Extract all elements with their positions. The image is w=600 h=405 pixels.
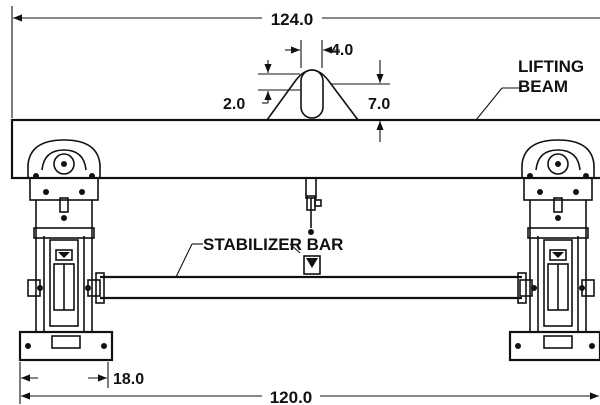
lifting-beam-label-line1: LIFTING (518, 57, 584, 76)
stabilizer-bar-label: STABILIZER BAR (203, 235, 343, 254)
dimension-7-label: 7.0 (368, 96, 390, 113)
dimension-18-label: 18.0 (113, 371, 144, 388)
dimension-overall-length: 124.0 (11, 6, 600, 118)
left-trolley (18, 139, 114, 362)
lifting-beam-callout: LIFTING BEAM (475, 57, 584, 121)
center-hanger (305, 177, 322, 235)
dimension-124-label: 124.0 (271, 10, 314, 29)
dimension-lug-offset: 2.0 (223, 60, 300, 113)
dimension-2-label: 2.0 (223, 96, 245, 113)
lifting-beam-label-line2: BEAM (518, 77, 568, 96)
lifting-lug (266, 69, 359, 121)
dimension-lug-hole: 4.0 (285, 40, 353, 68)
stabilizer-bar-callout: STABILIZER BAR (175, 235, 343, 278)
right-trolley (508, 139, 600, 362)
dimension-base-offset: 18.0 (19, 362, 144, 404)
dimension-120-label: 120.0 (270, 388, 313, 405)
dimension-leg-spacing: 120.0 (21, 388, 599, 405)
stabilizer-bar (95, 255, 527, 304)
dimension-4-label: 4.0 (331, 42, 353, 59)
dimension-lug-height: 7.0 (330, 60, 390, 142)
